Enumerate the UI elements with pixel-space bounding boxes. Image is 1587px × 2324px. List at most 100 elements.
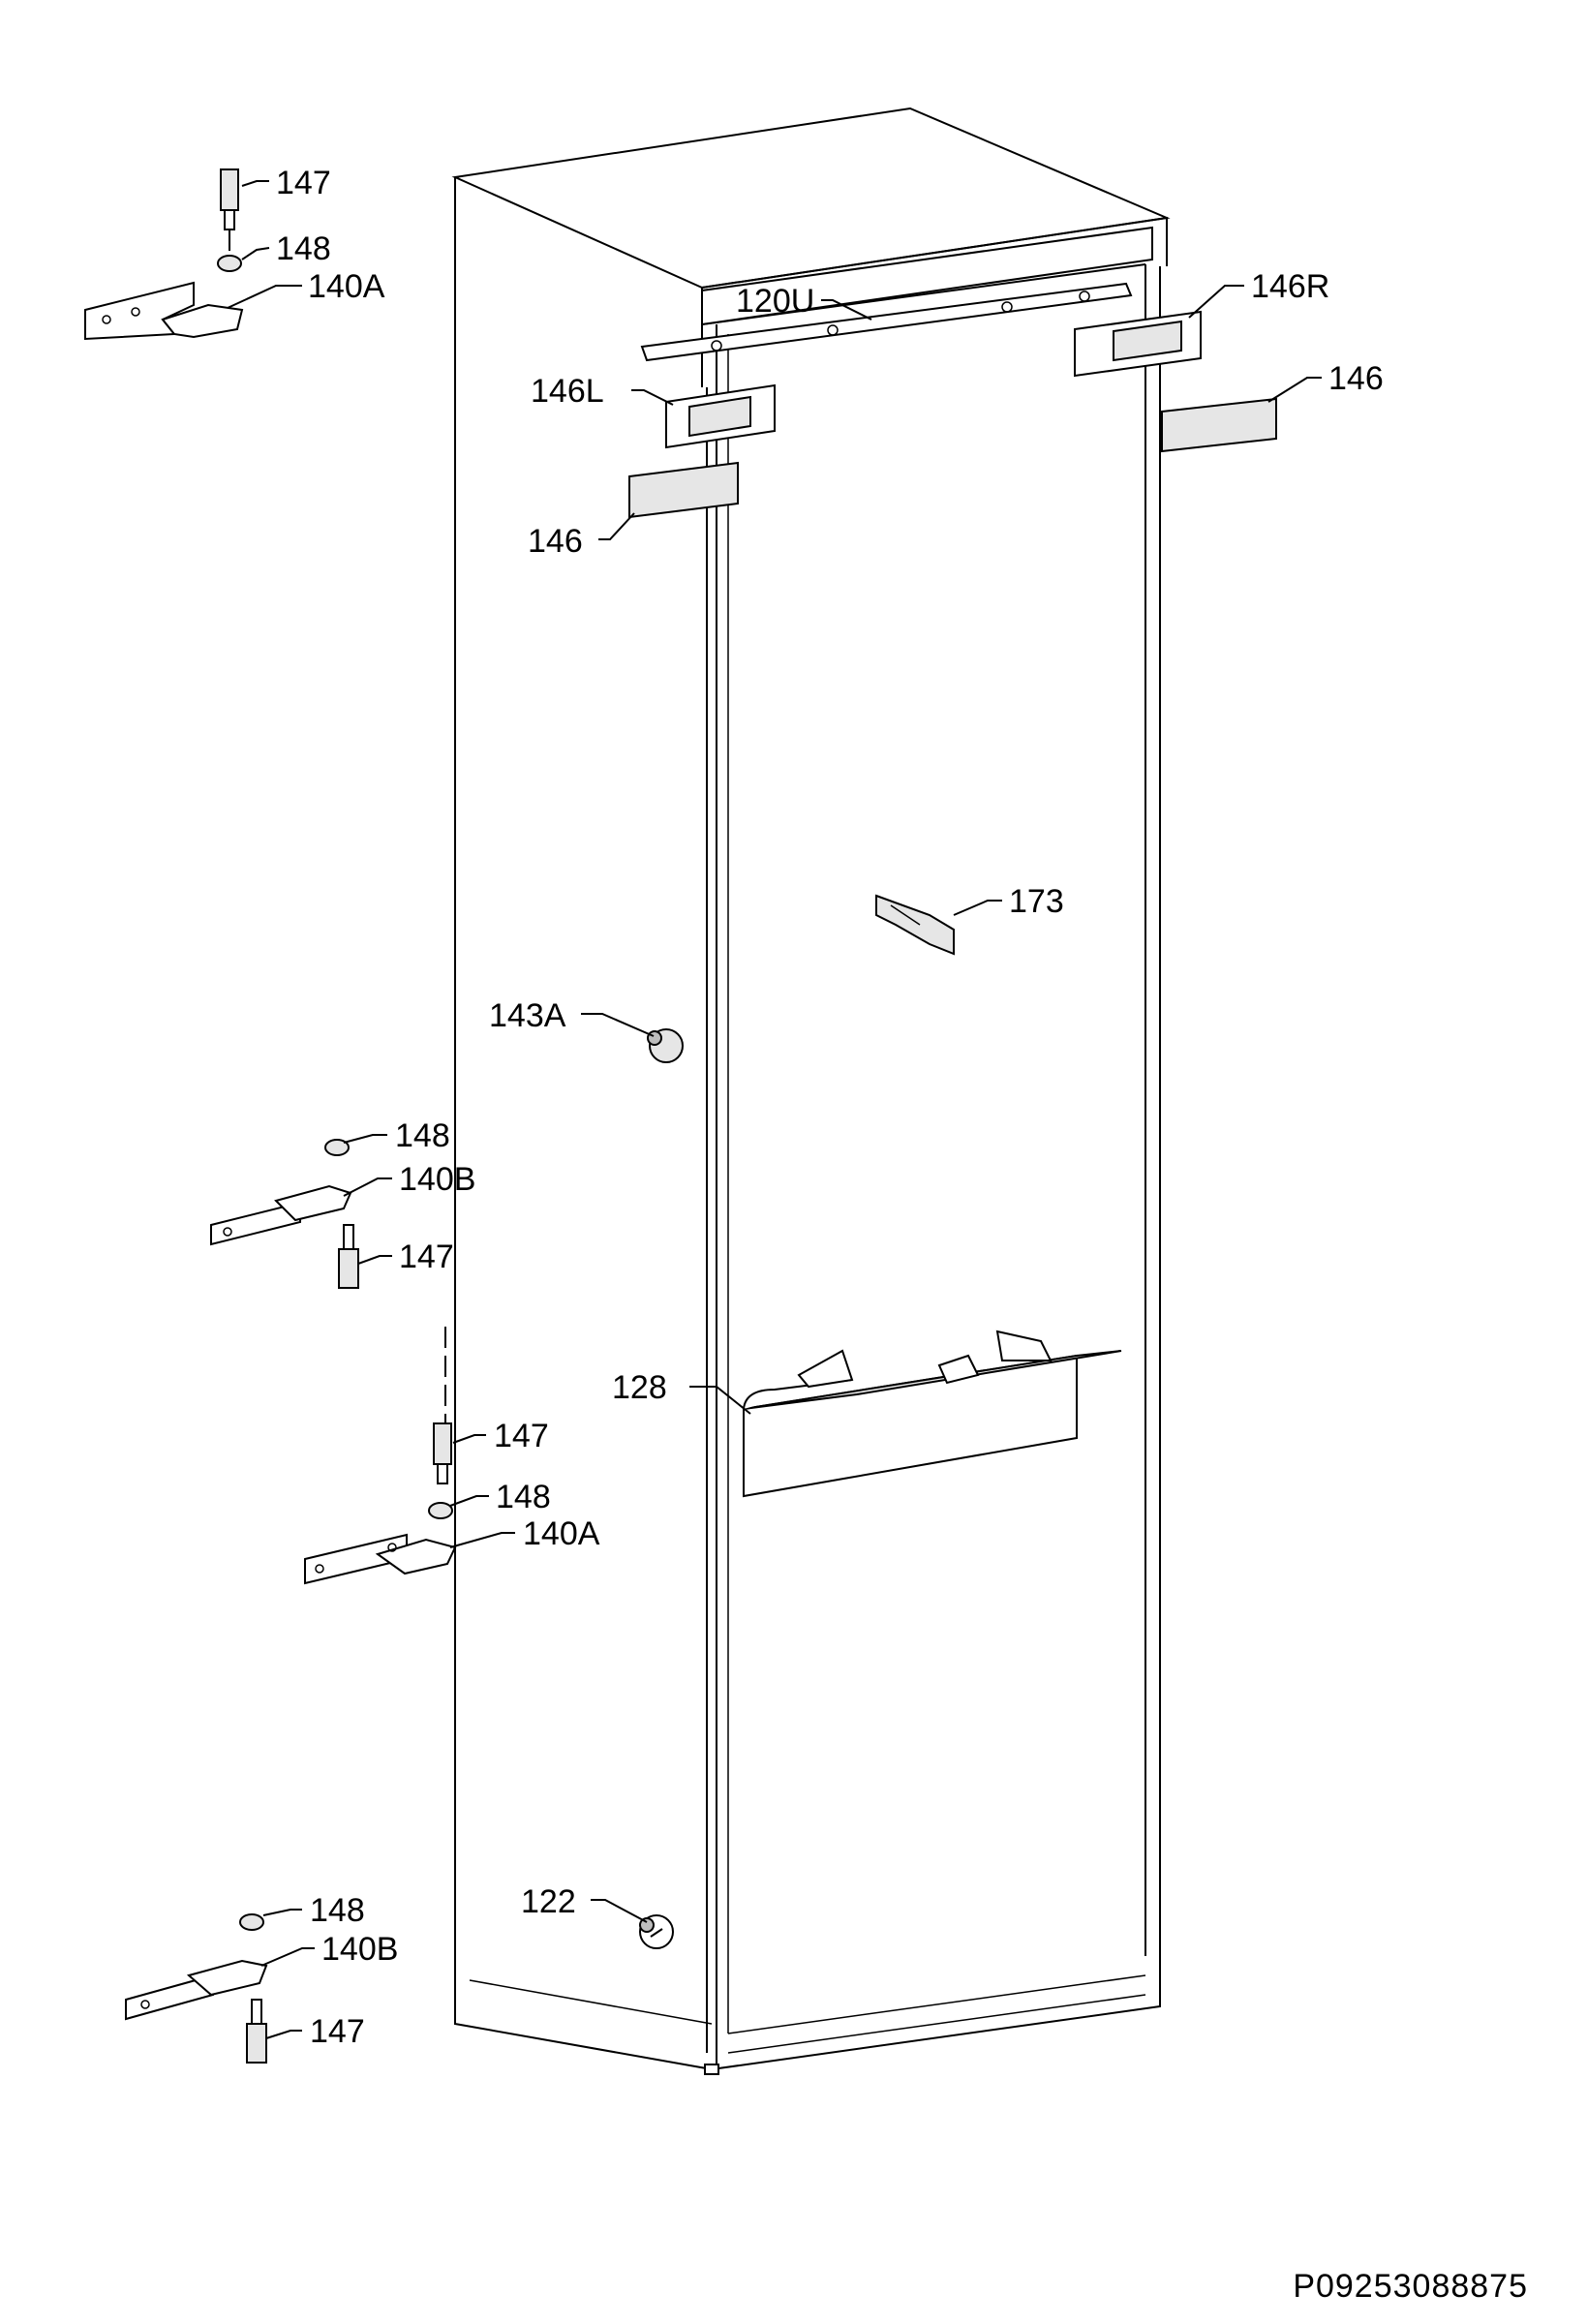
pad-146-right xyxy=(1161,397,1277,453)
leader-148-bot xyxy=(262,1909,302,1916)
cabinet-foot xyxy=(704,2064,719,2075)
bottom-inner-line xyxy=(727,1974,1146,2034)
pad-146-left xyxy=(628,461,739,519)
button-122-slot xyxy=(650,1928,663,1938)
leader-122 xyxy=(591,1899,648,1923)
shelf-right-tab xyxy=(995,1330,1053,1361)
door-bracket-173 xyxy=(875,894,955,956)
shelf-lip xyxy=(743,1379,853,1410)
label-173: 173 xyxy=(1009,883,1064,920)
cabinet-body xyxy=(451,107,1171,2075)
shelf-center-tab xyxy=(937,1354,980,1385)
door-bracket-detail xyxy=(890,904,921,926)
leader-140a-top xyxy=(227,285,302,309)
screw-147-low xyxy=(433,1422,452,1484)
drawing-code: P09253088875 xyxy=(1293,2268,1528,2305)
washer-148-low-body xyxy=(428,1502,453,1519)
label-147-mid: 147 xyxy=(399,1238,454,1275)
leader-146r xyxy=(1188,285,1244,319)
label-147-bot: 147 xyxy=(310,2013,365,2050)
cover-hole-3 xyxy=(1001,301,1013,313)
label-148-top: 148 xyxy=(276,230,331,267)
leader-120u xyxy=(821,299,872,321)
screw-147-low-thread xyxy=(433,1422,452,1465)
washer-148-top-body xyxy=(217,255,242,272)
cover-hole-2 xyxy=(827,324,839,336)
hinge-cover-right-slot xyxy=(1113,320,1182,362)
hinge-140a-top-arm xyxy=(161,303,244,339)
screw-147-top xyxy=(220,168,239,230)
hinge-140a-top-hole2 xyxy=(131,307,140,317)
hinge-140b-mid-hole xyxy=(223,1227,232,1237)
leader-148-low xyxy=(449,1495,489,1507)
label-147-low: 147 xyxy=(494,1418,549,1454)
cabinet-side-edge xyxy=(454,177,713,2070)
label-147-top: 147 xyxy=(276,165,331,201)
hinge-cover-left-slot xyxy=(688,395,751,438)
door-bracket-body xyxy=(875,894,955,956)
label-148-bot: 148 xyxy=(310,1892,365,1929)
leader-146-left xyxy=(598,512,635,540)
screw-147-bot-thread xyxy=(246,2023,267,2064)
leader-140b-mid xyxy=(343,1177,392,1197)
label-140a-top: 140A xyxy=(308,268,385,305)
screw-147-top-shank xyxy=(224,209,235,230)
label-146-right: 146 xyxy=(1328,360,1384,397)
cover-hole-1 xyxy=(711,340,722,352)
screw-147-top-thread xyxy=(220,168,239,211)
label-143a: 143A xyxy=(489,997,566,1034)
leader-147-bot xyxy=(265,2030,302,2039)
cap-143a-shaft xyxy=(647,1030,662,1046)
front-top-rim xyxy=(701,216,1168,289)
leader-148-mid xyxy=(343,1134,387,1144)
hinge-140a-low-arm xyxy=(375,1538,457,1575)
label-148-mid: 148 xyxy=(395,1117,450,1154)
hinge-140b-bot-arm xyxy=(186,1959,268,1997)
label-128: 128 xyxy=(612,1369,667,1406)
shelf-left-tab xyxy=(797,1349,854,1389)
cap-143a xyxy=(647,1028,684,1063)
leader-140a-low xyxy=(449,1532,515,1548)
hinge-140a-top-hole1 xyxy=(102,315,111,324)
top-front-panel xyxy=(701,226,1153,326)
label-148-low: 148 xyxy=(496,1479,551,1515)
label-122: 122 xyxy=(521,1883,576,1920)
leader-147-top xyxy=(241,180,269,187)
leader-140b-bot xyxy=(260,1947,315,1967)
screw-147-bot-shank xyxy=(251,1999,262,2025)
leader-143a xyxy=(581,1013,655,1037)
label-140b-bot: 140B xyxy=(321,1931,398,1968)
screw-147-low-shank xyxy=(437,1463,448,1484)
washer-148-mid-body xyxy=(324,1139,350,1156)
shelf-front-face xyxy=(743,1354,1078,1498)
bottom-inner-line-2 xyxy=(727,1994,1146,2054)
button-122-shaft xyxy=(639,1917,655,1933)
cabinet-bottom-front xyxy=(711,1961,1161,2070)
washer-148-low xyxy=(428,1502,453,1519)
leader-146-right xyxy=(1267,377,1322,403)
label-146r: 146R xyxy=(1251,268,1329,305)
leader-147-low xyxy=(452,1434,486,1444)
hinge-cover-146l xyxy=(665,383,776,449)
hinge-140b-mid-arm xyxy=(274,1184,352,1222)
hinge-140b-mid-plate xyxy=(210,1201,301,1246)
screw-147-mid xyxy=(338,1224,359,1289)
cover-hole-4 xyxy=(1079,290,1090,302)
washer-148-top xyxy=(217,255,242,272)
hinge-140a-top xyxy=(84,281,244,341)
screw-147-mid-shank xyxy=(343,1224,354,1250)
screw-147-mid-thread xyxy=(338,1248,359,1289)
hinge-140a-low-hole1 xyxy=(315,1564,324,1574)
label-146l: 146L xyxy=(531,373,604,410)
leader-lines xyxy=(227,180,1322,2039)
button-122 xyxy=(639,1914,674,1949)
hinge-140b-mid xyxy=(210,1184,352,1246)
label-120u: 120U xyxy=(736,283,814,320)
hinge-cover-146r xyxy=(1074,310,1202,378)
leader-148-top xyxy=(241,247,270,260)
top-cover-120u xyxy=(640,282,1133,362)
shelf-128 xyxy=(743,1330,1122,1498)
leader-128 xyxy=(689,1386,751,1415)
bottom-side-line xyxy=(469,1979,713,2025)
leader-173 xyxy=(953,900,1002,916)
